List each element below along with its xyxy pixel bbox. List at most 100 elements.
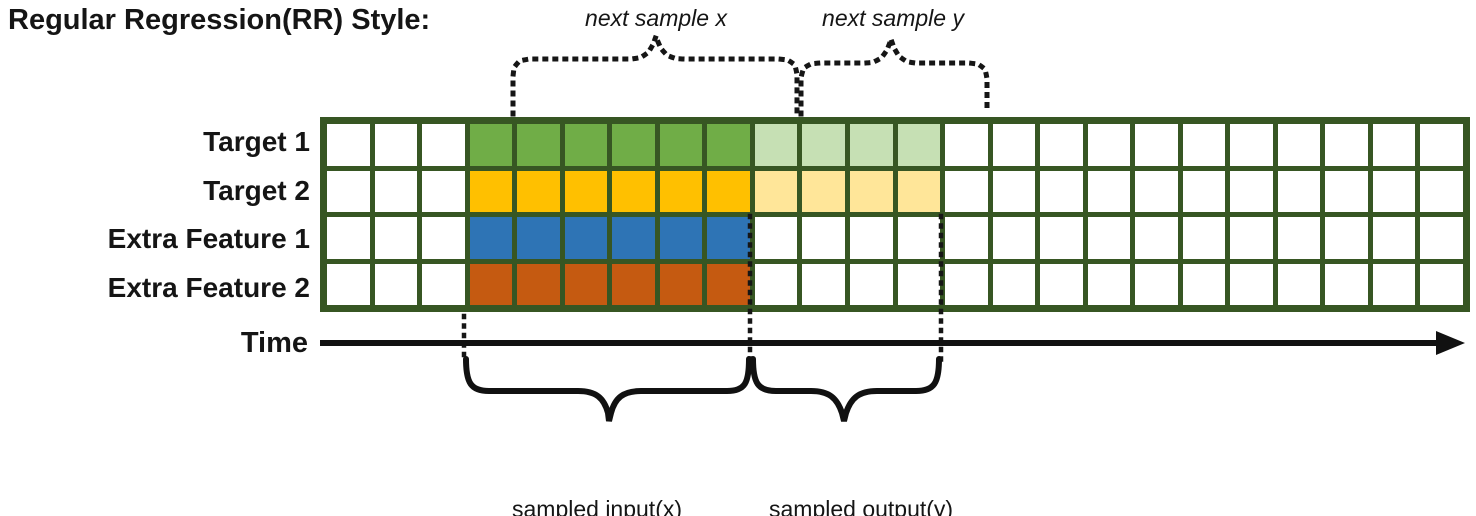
grid-cell <box>849 170 893 212</box>
grid-cell <box>1230 263 1273 305</box>
grid-cell <box>754 124 798 166</box>
grid-cell <box>374 217 418 259</box>
grid-cell <box>1277 124 1321 166</box>
grid-cell <box>849 124 893 166</box>
grid-cell <box>945 263 988 305</box>
grid-cell <box>945 217 988 259</box>
grid-cell <box>945 124 988 166</box>
next-sample-x-brace <box>510 27 800 117</box>
grid-cell <box>802 124 845 166</box>
grid-cell <box>1182 263 1226 305</box>
grid-cell <box>1135 217 1178 259</box>
grid-cell <box>1230 217 1273 259</box>
grid-cell <box>564 263 608 305</box>
grid-cell <box>992 124 1036 166</box>
sampled-output-annotation: sampled output(y) horizon=4 output_featu… <box>769 424 1001 516</box>
grid-cell <box>992 217 1036 259</box>
grid-cell <box>707 170 750 212</box>
diagram-title: Regular Regression(RR) Style: <box>8 4 431 36</box>
grid-cell <box>1135 170 1178 212</box>
grid-cell <box>1277 217 1321 259</box>
grid-cell <box>849 217 893 259</box>
grid-cell <box>1040 124 1083 166</box>
grid-cell <box>327 217 370 259</box>
grid-cell <box>1372 263 1416 305</box>
row-label-target-2: Target 2 <box>203 175 310 206</box>
grid-cell <box>1087 170 1131 212</box>
grid-cell <box>327 263 370 305</box>
grid-cell <box>469 263 513 305</box>
grid-cell <box>849 263 893 305</box>
next-sample-x-label: next sample x <box>585 5 727 31</box>
grid-cell <box>707 124 750 166</box>
grid-cell <box>1420 170 1463 212</box>
grid-cell <box>992 263 1036 305</box>
grid-cell <box>897 263 941 305</box>
grid-cell <box>1230 170 1273 212</box>
sampled-input-brace <box>463 356 752 422</box>
grid-cell <box>754 263 798 305</box>
grid-cell <box>422 217 465 259</box>
grid-cell <box>1325 263 1368 305</box>
grid-cell <box>1040 263 1083 305</box>
grid-cell <box>1372 170 1416 212</box>
grid-cell <box>327 170 370 212</box>
grid-cell <box>612 263 655 305</box>
grid-cell <box>1135 263 1178 305</box>
grid-cell <box>945 170 988 212</box>
grid-cell <box>802 217 845 259</box>
grid-cell <box>612 124 655 166</box>
next-sample-y-brace <box>798 30 990 117</box>
grid-cell <box>659 263 703 305</box>
grid-cell <box>659 124 703 166</box>
grid-cell <box>469 170 513 212</box>
grid-cell <box>469 124 513 166</box>
grid-cell <box>612 170 655 212</box>
grid-cell <box>659 217 703 259</box>
grid-cell <box>1325 170 1368 212</box>
grid-cell <box>564 217 608 259</box>
grid-cell <box>707 263 750 305</box>
grid-cell <box>897 217 941 259</box>
grid-cell <box>1040 170 1083 212</box>
grid-cell <box>897 124 941 166</box>
grid-cell <box>517 217 560 259</box>
grid-cell <box>1277 263 1321 305</box>
grid-cell <box>517 124 560 166</box>
grid-cell <box>612 217 655 259</box>
grid-cell <box>422 124 465 166</box>
grid-cell <box>754 170 798 212</box>
grid-cell <box>1325 124 1368 166</box>
grid-cell <box>564 170 608 212</box>
grid-cell <box>1087 217 1131 259</box>
grid-cell <box>802 170 845 212</box>
sampled-input-annotation: sampled input(x) lookback=6 input_featur… <box>512 424 730 516</box>
grid-cell <box>1372 124 1416 166</box>
grid-cell <box>1372 217 1416 259</box>
row-label-extra-feature-1: Extra Feature 1 <box>107 223 310 254</box>
grid-cell <box>659 170 703 212</box>
row-label-extra-feature-2: Extra Feature 2 <box>107 272 310 303</box>
grid-cell <box>422 170 465 212</box>
grid-cell <box>1325 217 1368 259</box>
grid-cell <box>754 217 798 259</box>
grid-cell <box>1230 124 1273 166</box>
grid-cell <box>1182 217 1226 259</box>
grid-cell <box>1420 124 1463 166</box>
grid-cell <box>802 263 845 305</box>
grid-cell <box>564 124 608 166</box>
grid-cell <box>517 263 560 305</box>
grid-cell <box>1087 263 1131 305</box>
grid-cell <box>1420 217 1463 259</box>
grid-cell <box>327 124 370 166</box>
time-axis-label: Time <box>240 327 308 359</box>
grid-cell <box>517 170 560 212</box>
grid-cell <box>992 170 1036 212</box>
grid-cell <box>1087 124 1131 166</box>
sample-grid <box>320 117 1470 312</box>
grid-cell <box>469 217 513 259</box>
grid-cell <box>374 170 418 212</box>
sampled-output-brace <box>750 356 942 422</box>
